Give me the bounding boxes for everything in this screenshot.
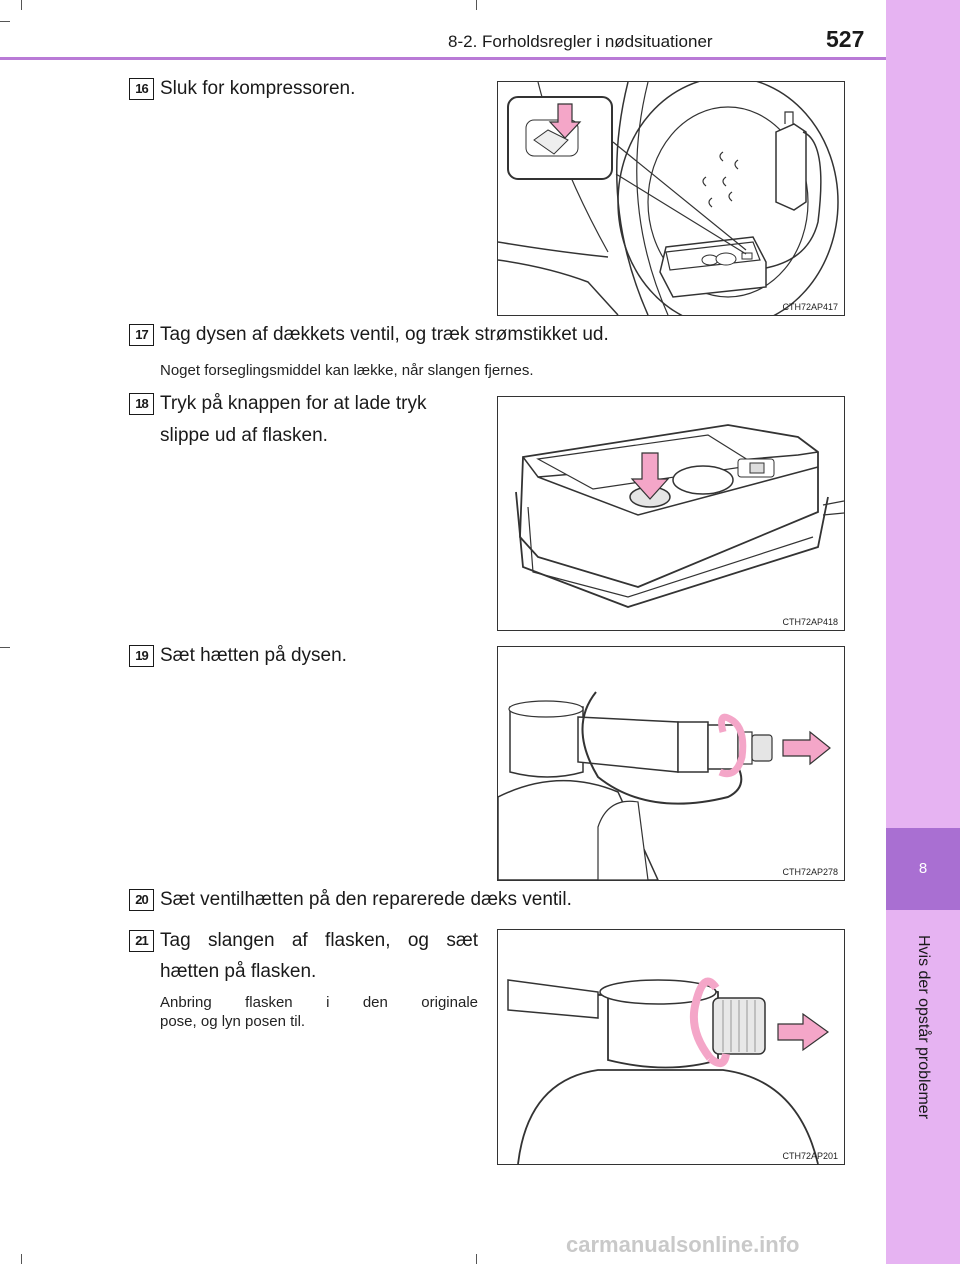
compressor-illustration: [498, 82, 839, 315]
step-note-line: pose, og lyn posen til.: [160, 1013, 306, 1030]
step-number: 18: [129, 393, 154, 415]
section-title: 8-2. Forholdsregler i nødsituationer: [448, 32, 713, 51]
figure-code: CTH72AP278: [782, 867, 838, 877]
crop-mark: [476, 1254, 477, 1264]
step-note: Noget forseglingsmiddel kan lække, når s…: [160, 362, 534, 379]
step-text: Sluk for kompressoren.: [160, 78, 356, 99]
step-number: 20: [129, 889, 154, 911]
step-text-line: Tag slangen af flasken, og sæt: [160, 930, 478, 951]
step-text: Sæt ventilhætten på den reparerede dæks …: [160, 889, 572, 910]
side-tab: [886, 0, 960, 1264]
figure-compressor-off: CTH72AP417: [497, 81, 845, 316]
figure-bottle-cap: CTH72AP201: [497, 929, 845, 1165]
compressor-box-illustration: [515, 424, 844, 608]
step-number: 21: [129, 930, 154, 952]
figure-code: CTH72AP418: [782, 617, 838, 627]
header-rule: [0, 57, 886, 60]
step-note-line: Anbring flasken i den originale: [160, 994, 478, 1011]
crop-mark: [0, 21, 10, 22]
step-number: 16: [129, 78, 154, 100]
step-text: Tag dysen af dækkets ventil, og træk str…: [160, 324, 609, 345]
step-number: 17: [129, 324, 154, 346]
chapter-number: 8: [886, 828, 960, 910]
step-number: 19: [129, 645, 154, 667]
crop-mark: [0, 647, 10, 648]
crop-mark: [21, 0, 22, 10]
chapter-label: Hvis der opstår problemer: [915, 934, 932, 1120]
crop-mark: [476, 0, 477, 10]
crop-mark: [21, 1254, 22, 1264]
page-number: 527: [826, 26, 865, 52]
watermark: carmanualsonline.info: [566, 1232, 800, 1257]
figure-code: CTH72AP201: [782, 1151, 838, 1161]
figure-code: CTH72AP417: [782, 302, 838, 312]
step-text-line: hætten på flasken.: [160, 961, 317, 982]
figure-pressure-release: CTH72AP418: [497, 396, 845, 631]
figure-nozzle-cap: CTH72AP278: [497, 646, 845, 881]
nozzle-cap-illustration: [498, 691, 831, 880]
step-text-line: Tryk på knappen for at lade tryk: [160, 393, 427, 414]
step-text-line: slippe ud af flasken.: [160, 425, 328, 446]
step-text: Sæt hætten på dysen.: [160, 645, 347, 666]
bottle-cap-illustration: [507, 977, 830, 1164]
